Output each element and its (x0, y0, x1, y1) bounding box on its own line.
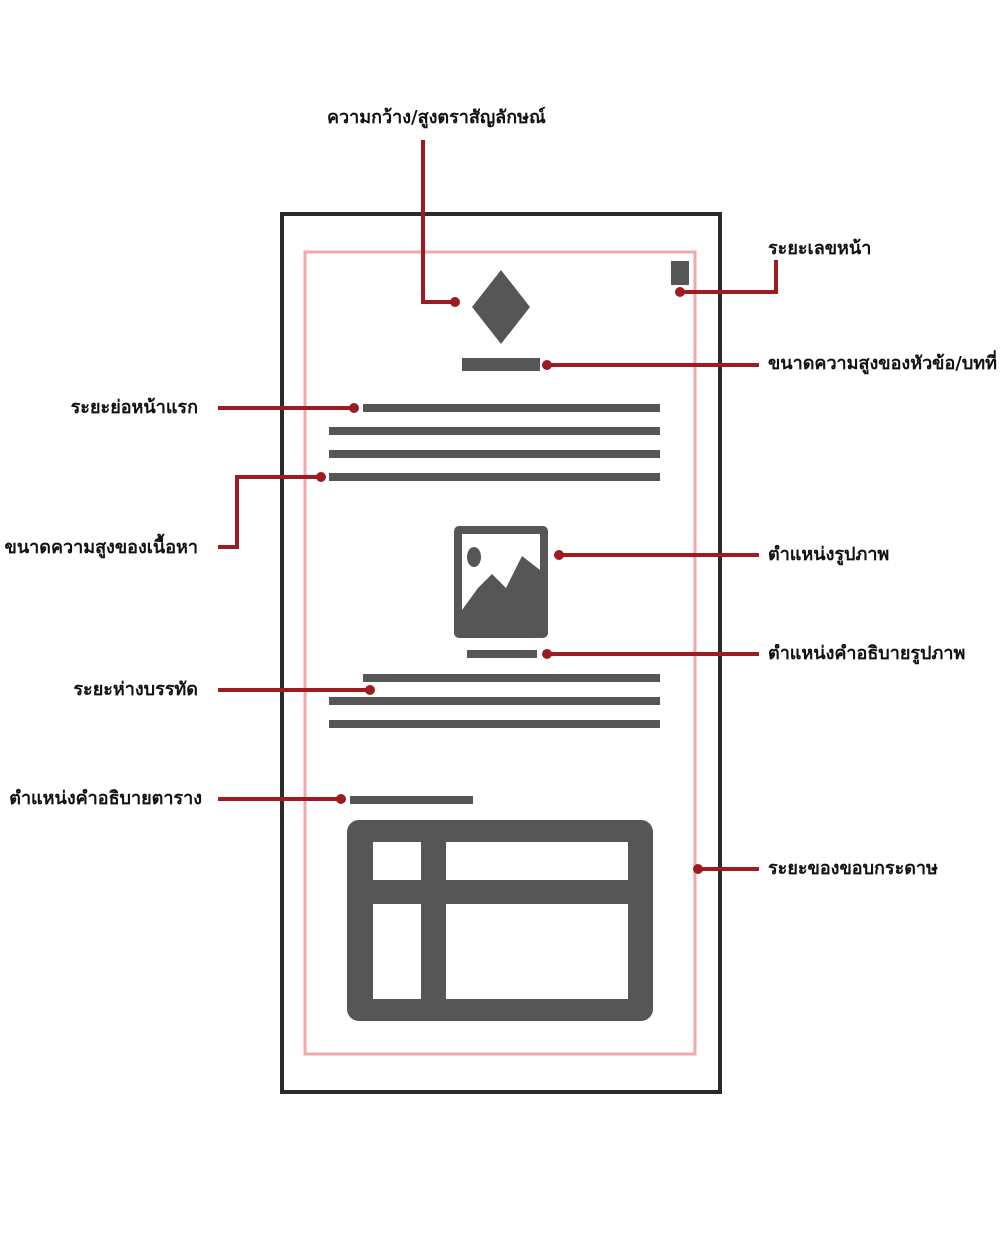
callouts (218, 140, 778, 871)
diamond-logo-icon (472, 270, 530, 344)
image-placeholder-icon (454, 526, 548, 638)
label-figure-caption-position: ตำแหน่งคำอธิบายรูปภาพ (768, 643, 966, 664)
label-line-spacing: ระยะห่างบรรทัด (73, 679, 198, 700)
figure-caption-bar (467, 650, 537, 658)
callout-dot (316, 472, 326, 482)
callout-dot (554, 550, 564, 560)
label-logo-size: ความกว้าง/สูงตราสัญลักษณ์ (327, 107, 546, 128)
label-first-line-indent: ระยะย่อหน้าแรก (70, 397, 198, 418)
text-line (363, 404, 660, 412)
callout-dot (450, 297, 460, 307)
callout-dot (693, 864, 703, 874)
page-number-block (671, 261, 689, 285)
callout-dot (542, 360, 552, 370)
callout-logo-size (421, 140, 457, 304)
callout-dot (336, 794, 346, 804)
label-figure-position: ตำแหน่งรูปภาพ (768, 544, 890, 565)
label-title-height: ขนาดความสูงของหัวข้อ/บทที่ (768, 353, 998, 374)
text-line (329, 427, 660, 435)
first-paragraph (329, 404, 660, 481)
label-paper-margin: ระยะของขอบกระดาษ (768, 858, 938, 879)
text-line (329, 720, 660, 728)
callout-dot (675, 287, 685, 297)
table-caption-bar (350, 796, 473, 804)
callout-page-number (678, 260, 778, 294)
text-line (329, 450, 660, 458)
label-page-number: ระยะเลขหน้า (768, 238, 872, 259)
table-placeholder-icon (347, 820, 653, 1021)
text-line (363, 674, 660, 682)
title-bar (462, 358, 540, 371)
callout-dots (316, 287, 703, 874)
text-line (329, 697, 660, 705)
second-paragraph (329, 674, 660, 728)
label-content-height: ขนาดความสูงของเนื้อหา (4, 537, 198, 558)
callout-dot (542, 649, 552, 659)
callout-content-height (218, 475, 323, 549)
label-table-caption-position: ตำแหน่งคำอธิบายตาราง (9, 788, 202, 809)
callout-dot (349, 403, 359, 413)
callout-dot (365, 685, 375, 695)
text-line (329, 473, 660, 481)
